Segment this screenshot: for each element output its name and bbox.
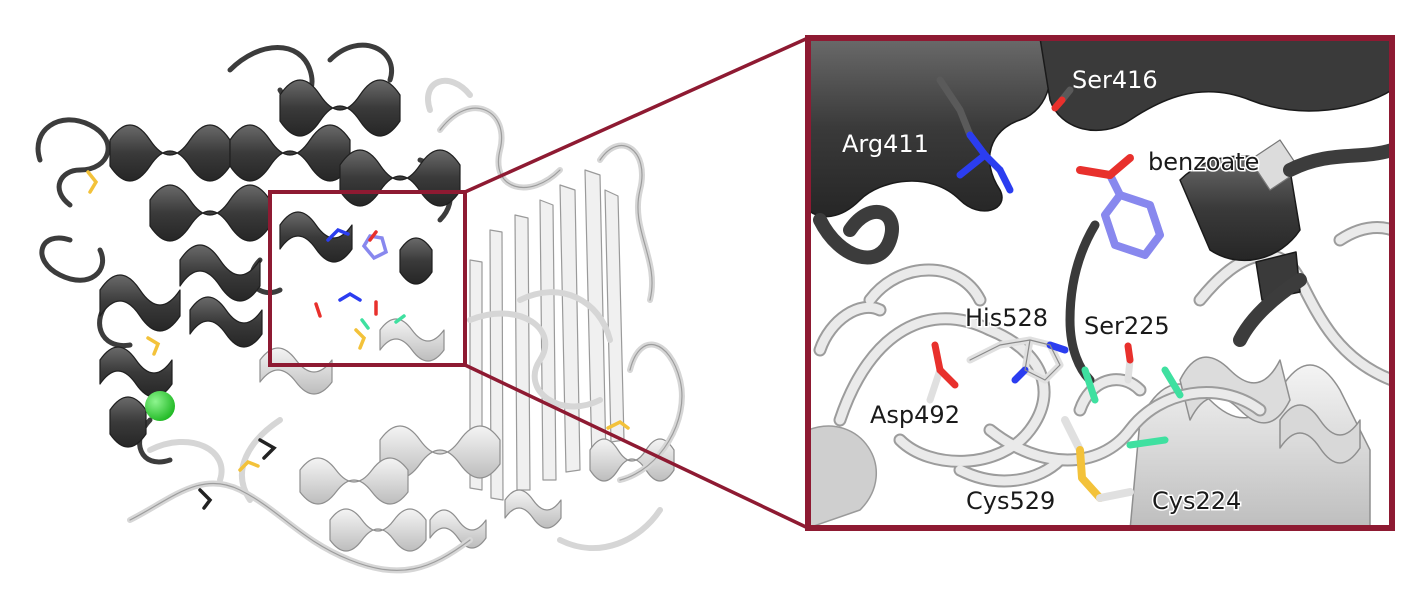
metal-ion-sphere [145,391,175,421]
label-ser416: Ser416 [1072,66,1158,94]
benzoate-ligand [1076,154,1164,259]
ser225-sidechain [1081,342,1184,449]
dark-helices [99,79,461,448]
ser416-sidechain [1051,86,1074,112]
his528-sidechain [966,336,1069,384]
zoom-dark-structure [808,38,1392,385]
overview-light-domain [127,77,685,574]
zoom-light-structure [808,221,1392,528]
overview-sidechains [86,170,630,510]
zoom-panel: Ser416 Arg411 benzoate His528 Ser225 Asp… [808,38,1392,528]
label-benzoate: benzoate [1148,148,1259,176]
label-cys529: Cys529 [966,487,1055,515]
connector-line-bottom [464,363,809,530]
arg411-sidechain [936,76,1014,194]
overview-dark-domain [35,42,461,465]
label-arg411: Arg411 [842,130,929,158]
label-asp492: Asp492 [870,401,960,429]
label-cys224: Cys224 [1152,487,1241,515]
light-helices [259,318,675,552]
asp492-sidechain [926,341,959,404]
overview-selection-box [268,190,467,367]
zoom-panel-frame [805,35,1395,531]
label-his528: His528 [965,304,1048,332]
label-ser225: Ser225 [1084,312,1170,340]
connector-line-top [464,36,809,194]
disulfide-bond [1061,416,1134,502]
